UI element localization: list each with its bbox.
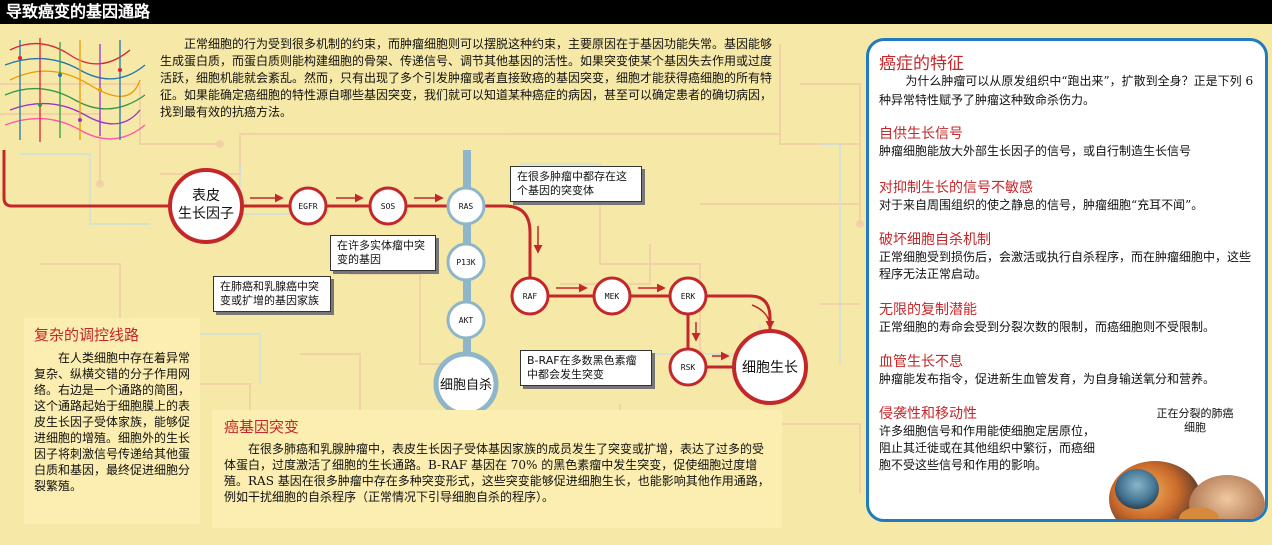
complex-circuit-body: 在人类细胞中存在着异常复杂、纵横交错的分子作用网络。右边是一个通路的简图，这个通… xyxy=(34,351,191,493)
feature-heading: 破坏细胞自杀机制 xyxy=(879,232,991,248)
feature-heading: 血管生长不息 xyxy=(879,354,963,370)
feature-body: 许多细胞信号和作用能使细胞定居原位，阻止其迁徙或在其他组织中繁衍，而癌细胞不受这… xyxy=(879,424,1096,472)
rsk-label: RSK xyxy=(681,363,696,372)
feature-item: 对抑制生长的信号不敏感 对于来自周围组织的使之静息的信号，肿瘤细胞“充耳不闻”。 xyxy=(879,179,1259,214)
p13k-label: P13K xyxy=(456,258,475,267)
node-growth-factor: 表皮生长因子 xyxy=(168,168,244,244)
oncogene-mutation-box: 癌基因突变 在很多肺癌和乳腺肿瘤中，表皮生长因子受体基因家族的成员发生了突变或扩… xyxy=(212,410,782,528)
callout-braf: B-RAF在多数黑色素瘤中都会发生突变 xyxy=(520,350,652,386)
pathway-diagram: 表皮生长因子 EGFR SOS RAS P13K AKT 细胞自杀 RAF ME… xyxy=(2,150,808,417)
node-rsk: RSK xyxy=(668,347,708,387)
signal-line-in xyxy=(2,150,170,208)
node-apoptosis: 细胞自杀 xyxy=(433,351,499,417)
feature-body: 肿瘤细胞能放大外部生长因子的信号，或自行制造生长信号 xyxy=(879,144,1192,158)
feature-heading: 自供生长信号 xyxy=(879,126,963,142)
line-ras-raf xyxy=(484,204,532,278)
node-raf: RAF xyxy=(510,276,550,316)
feature-item: 自供生长信号 肿瘤细胞能放大外部生长因子的信号，或自行制造生长信号 xyxy=(879,125,1259,160)
node-egfr: EGFR xyxy=(288,186,328,226)
node-cell-growth: 细胞生长 xyxy=(732,329,808,405)
apoptosis-label: 细胞自杀 xyxy=(440,378,492,393)
ras-label: RAS xyxy=(459,202,474,211)
feature-item: 血管生长不息 肿瘤能发布指令，促进新生血管发育，为自身输送氧分和营养。 xyxy=(879,353,1259,388)
node-erk: ERK xyxy=(668,276,708,316)
features-title: 癌症的特征 xyxy=(879,54,964,74)
oncogene-mutation-heading: 癌基因突变 xyxy=(224,418,300,436)
feature-body: 正常细胞的寿命会受到分裂次数的限制，而癌细胞则不受限制。 xyxy=(879,320,1216,334)
node-p13k: P13K xyxy=(446,242,486,282)
feature-body: 肿瘤能发布指令，促进新生血管发育，为自身输送氧分和营养。 xyxy=(879,372,1216,386)
sos-label: SOS xyxy=(381,202,396,211)
akt-label: AKT xyxy=(459,316,474,325)
page-title: 导致癌变的基因通路 xyxy=(0,0,1272,24)
callout-ras: 在很多肿瘤中都存在这个基因的突变体 xyxy=(510,166,642,202)
feature-body: 正常细胞受到损伤后，会激活或执行自杀程序，而在肿瘤细胞中，这些程序无法正常启动。 xyxy=(879,250,1252,281)
feature-item: 无限的复制潜能 正常细胞的寿命会受到分裂次数的限制，而癌细胞则不受限制。 xyxy=(879,301,1259,336)
complex-circuit-heading: 复杂的调控线路 xyxy=(34,326,140,344)
callout-p13k: 在许多实体瘤中突变的基因 xyxy=(330,235,436,271)
feature-heading: 侵袭性和移动性 xyxy=(879,406,977,422)
egfr-label: EGFR xyxy=(298,202,317,211)
feature-item: 破坏细胞自杀机制 正常细胞受到损伤后，会激活或执行自杀程序，而在肿瘤细胞中，这些… xyxy=(879,231,1259,283)
photo-caption: 正在分裂的肺癌细胞 xyxy=(1156,407,1234,434)
raf-label: RAF xyxy=(523,292,538,301)
gene-network-graphic xyxy=(4,38,146,142)
node-mek: MEK xyxy=(592,276,632,316)
growth-factor-label-line: 表皮 xyxy=(192,188,220,204)
features-intro: 为什么肿瘤可以从原发组织中“跑出来”，扩散到全身？正是下列 6 种异常特性赋予了… xyxy=(879,74,1254,107)
growth-factor-label-line: 生长因子 xyxy=(178,206,234,222)
line-erk-growth xyxy=(706,294,772,330)
node-ras: RAS xyxy=(446,186,486,226)
feature-heading: 无限的复制潜能 xyxy=(879,302,977,318)
mek-label: MEK xyxy=(605,292,620,301)
feature-heading: 对抑制生长的信号不敏感 xyxy=(879,180,1033,196)
feature-item: 侵袭性和移动性 许多细胞信号和作用能使细胞定居原位，阻止其迁徙或在其他组织中繁衍… xyxy=(879,405,1095,474)
dividing-cancer-cell-image: 正在分裂的肺癌细胞 xyxy=(1107,401,1265,519)
feature-body: 对于来自周围组织的使之静息的信号，肿瘤细胞“充耳不闻”。 xyxy=(879,198,1204,212)
oncogene-mutation-body: 在很多肺癌和乳腺肿瘤中，表皮生长因子受体基因家族的成员发生了突变或扩增，表达了过… xyxy=(224,442,770,504)
node-sos: SOS xyxy=(368,186,408,226)
cell-growth-label: 细胞生长 xyxy=(742,360,798,376)
node-akt: AKT xyxy=(446,300,486,340)
erk-label: ERK xyxy=(681,292,696,301)
svg-text:表皮生长因子: 表皮生长因子 xyxy=(178,188,234,222)
intro-paragraph: 正常细胞的行为受到很多机制的约束，而肿瘤细胞则可以摆脱这种约束，主要原因在于基因… xyxy=(160,37,773,119)
complex-circuit-box: 复杂的调控线路 在人类细胞中存在着异常复杂、纵横交错的分子作用网络。右边是一个通… xyxy=(24,318,200,524)
callout-egfr: 在肺癌和乳腺癌中突变或扩增的基因家族 xyxy=(213,276,331,312)
cancer-features-panel: 癌症的特征 为什么肿瘤可以从原发组织中“跑出来”，扩散到全身？正是下列 6 种异… xyxy=(866,38,1268,522)
